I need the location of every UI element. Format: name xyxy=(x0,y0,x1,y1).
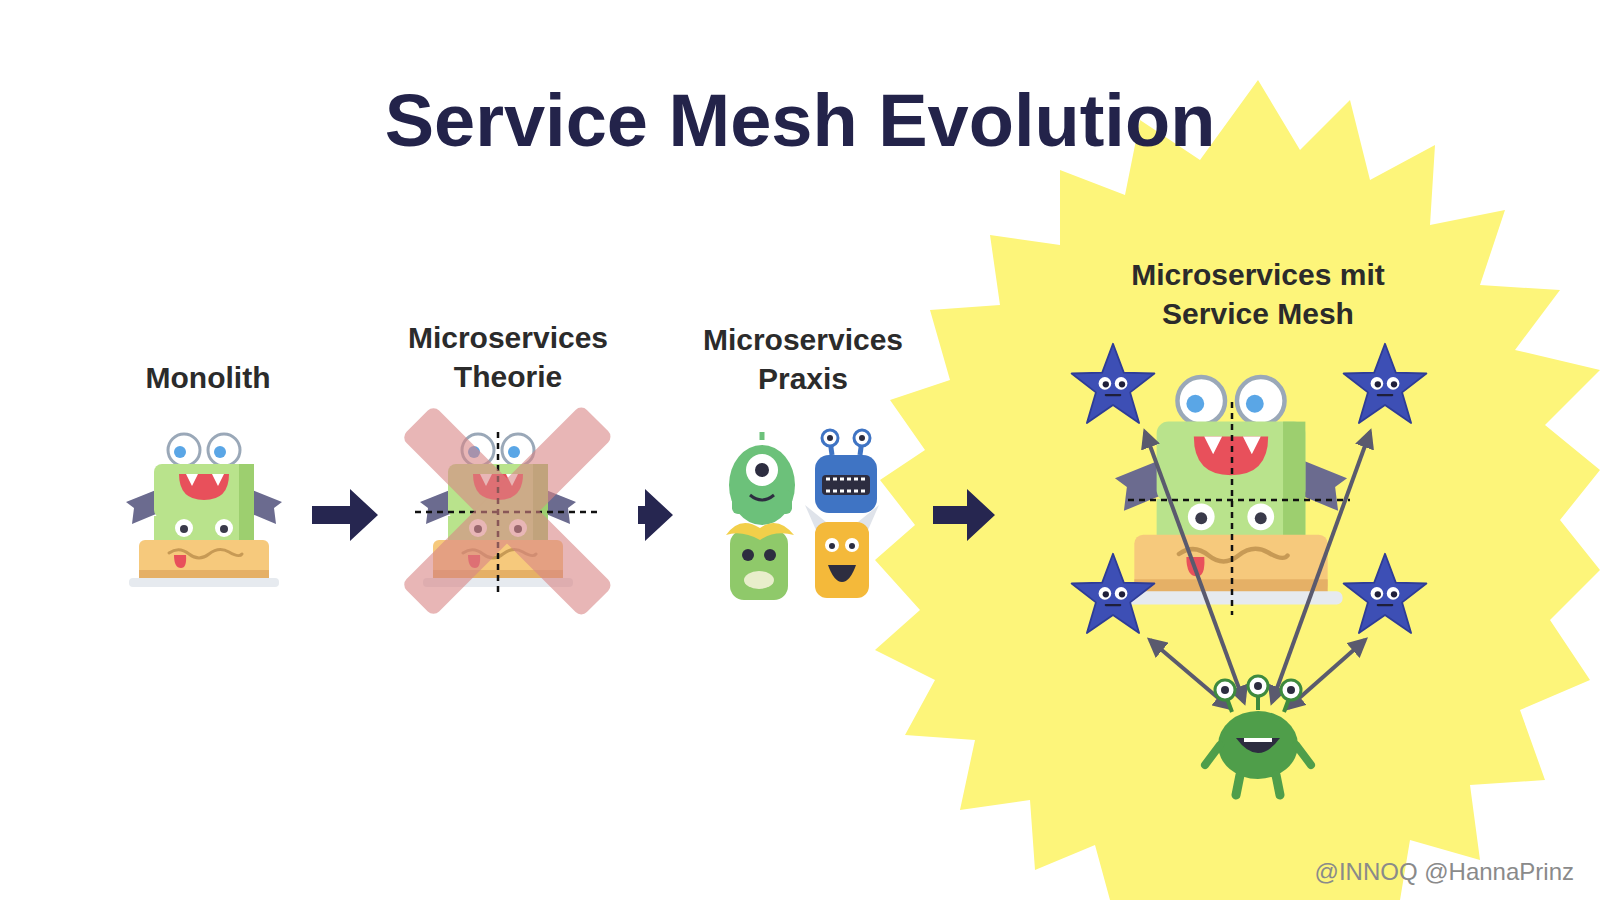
stage-group: Monolith xyxy=(109,358,307,608)
flow-arrow xyxy=(638,489,673,541)
watermark: @INNOQ @HannaPrinz xyxy=(1315,858,1574,886)
stage-heading: Microservices Praxis xyxy=(683,320,923,398)
diagram-title: Service Mesh Evolution xyxy=(0,78,1600,163)
flow-arrow xyxy=(933,489,995,541)
stage-group: Microservices mit Service Mesh xyxy=(1000,255,1516,625)
stage-heading: Monolith xyxy=(113,358,303,397)
stage-group: Microservices Praxis xyxy=(678,320,928,610)
flow-arrow xyxy=(312,489,378,541)
stage-group: Microservices Theorie xyxy=(383,318,633,608)
stage-heading: Microservices mit Service Mesh xyxy=(1088,255,1428,333)
stage-heading: Microservices Theorie xyxy=(388,318,628,396)
